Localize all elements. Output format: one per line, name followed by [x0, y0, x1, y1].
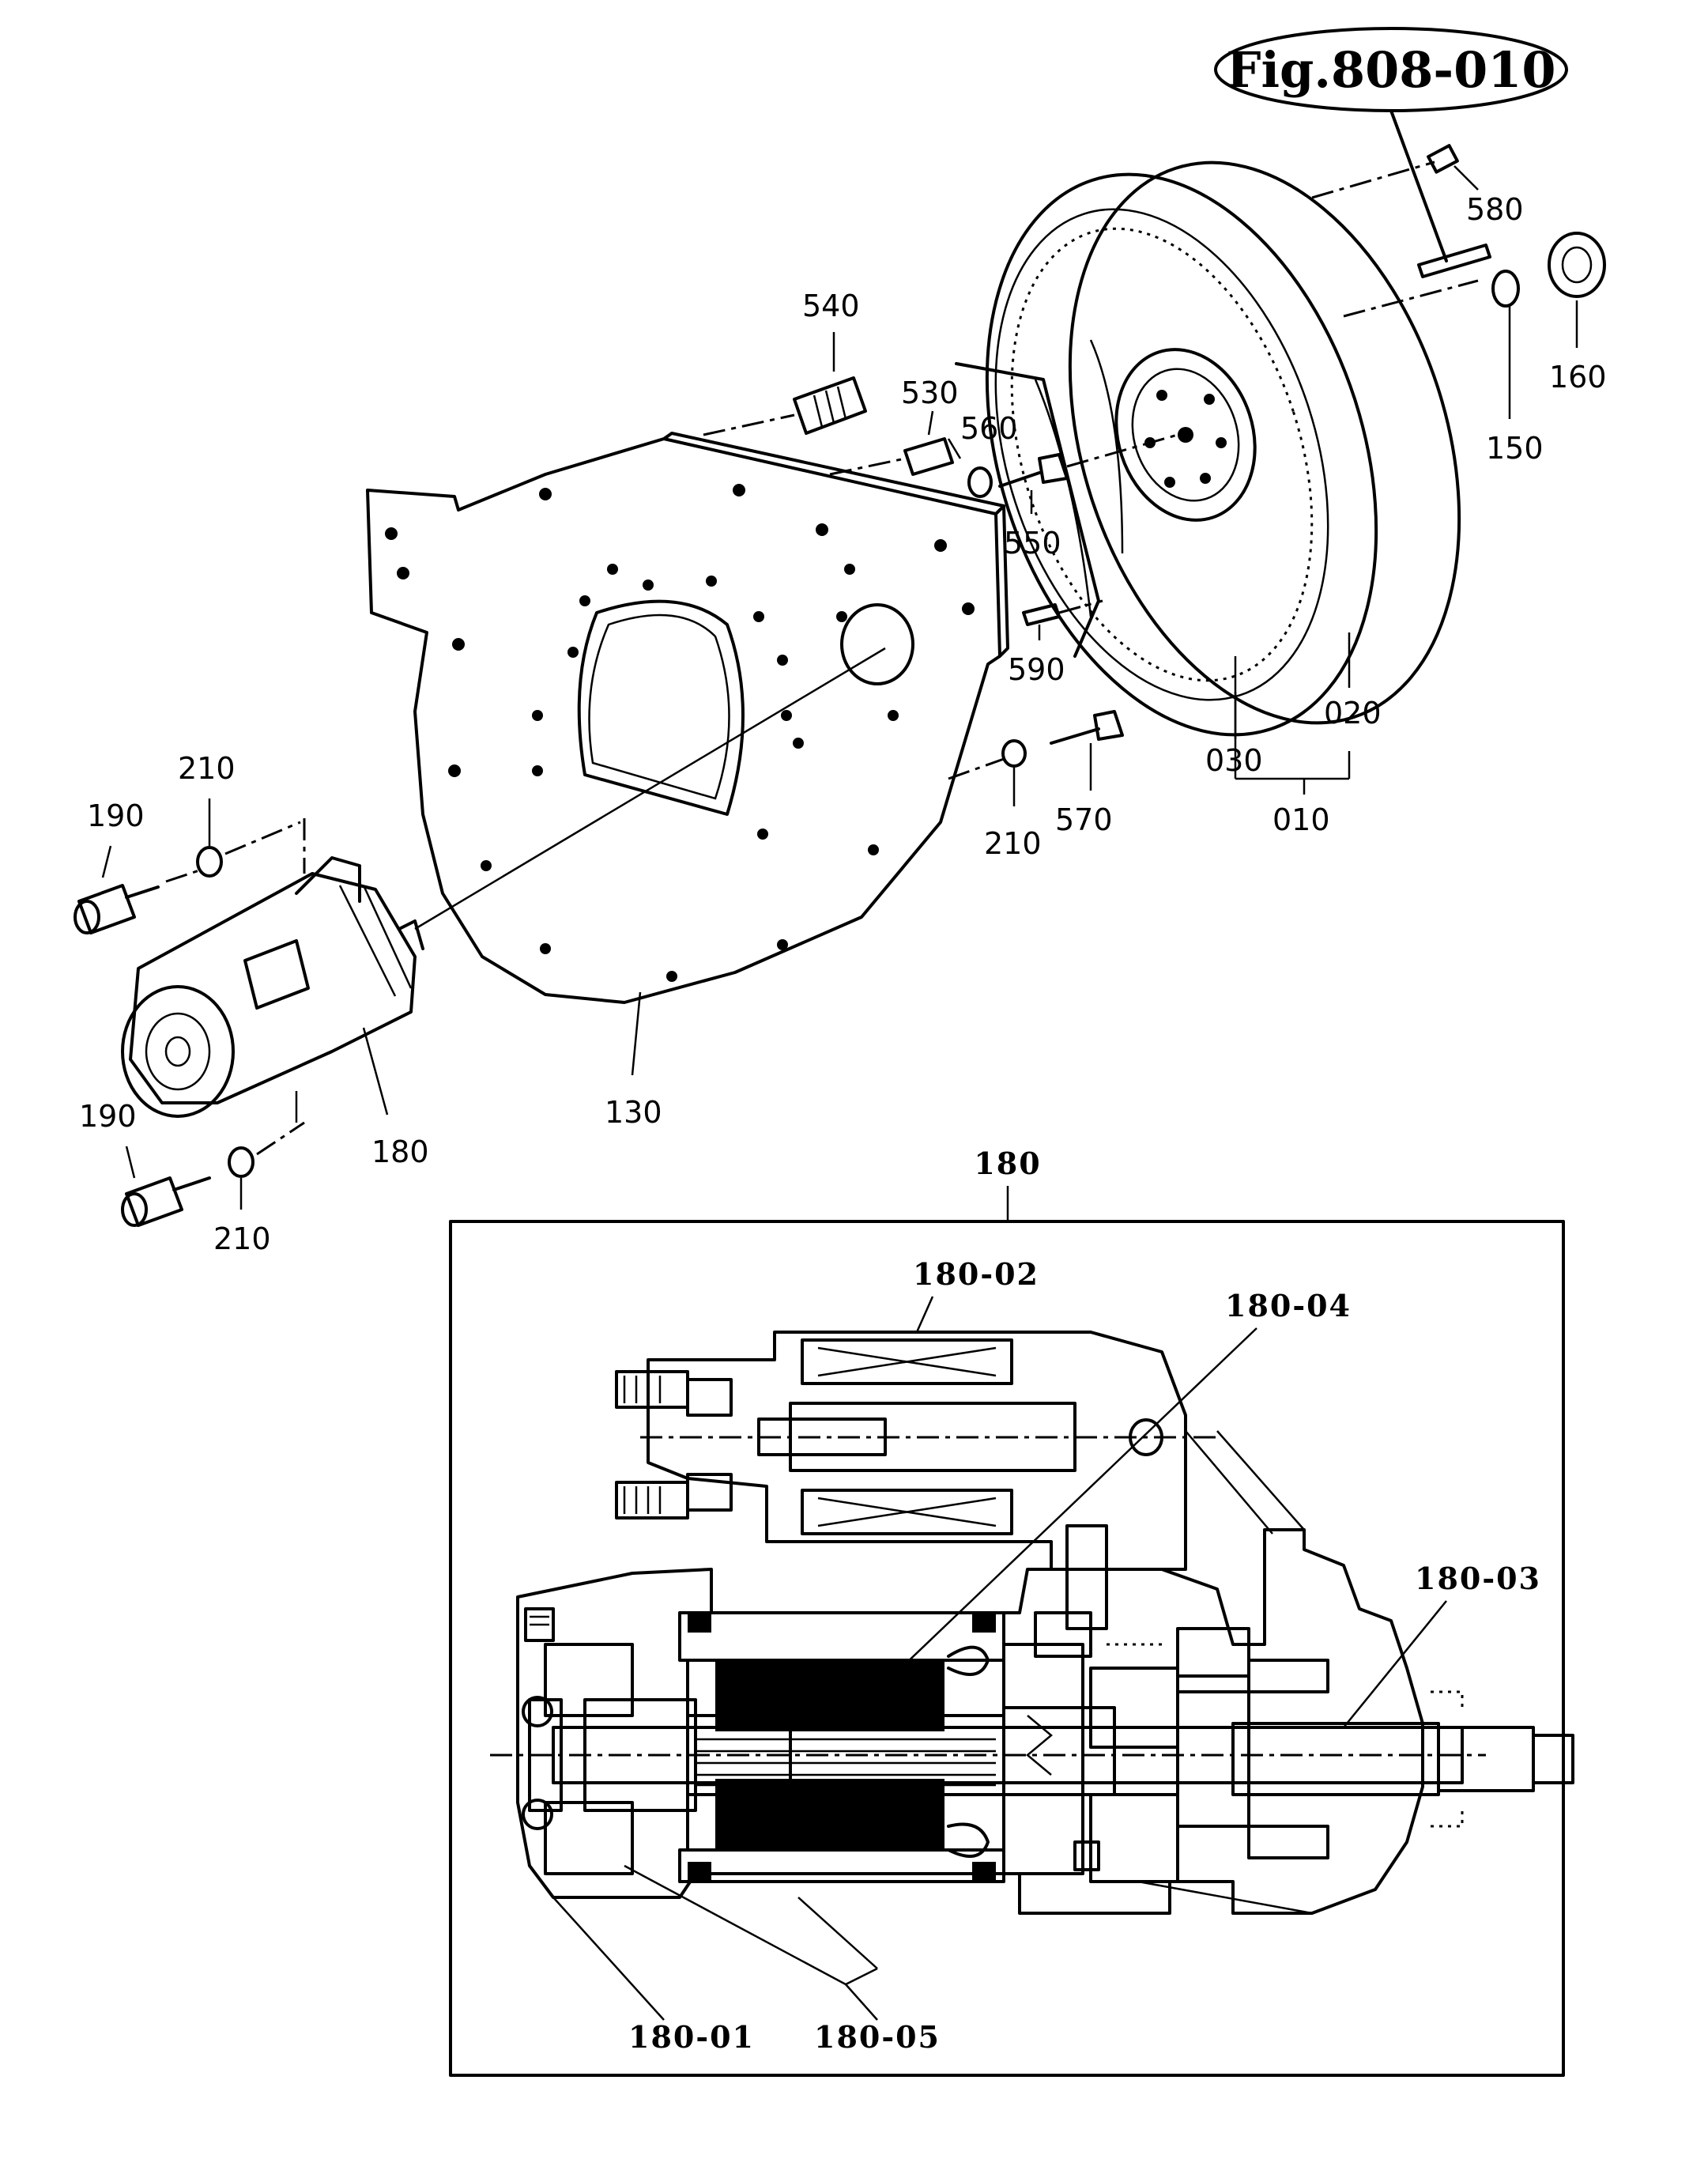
callout-180: 180: [371, 1134, 429, 1169]
figure-id-leader: [1389, 109, 1448, 262]
callout-210-top: 210: [178, 751, 301, 878]
svg-text:210: 210: [178, 751, 236, 786]
svg-text:190: 190: [87, 798, 145, 833]
svg-text:560: 560: [960, 411, 1018, 446]
svg-text:030: 030: [1205, 743, 1263, 778]
svg-text:580: 580: [1466, 192, 1524, 227]
figure-id-badge: Fig.808-010: [1214, 27, 1568, 112]
label-180-04: 180-04: [1225, 1288, 1352, 1323]
svg-text:210: 210: [984, 826, 1042, 861]
starter-detail-panel: 180: [449, 1146, 1574, 2077]
callout-560: 560: [947, 411, 1018, 498]
callout-210-right: 210: [948, 739, 1042, 861]
callout-590: 590: [1008, 599, 1103, 687]
callout-160: 160: [1548, 232, 1607, 394]
svg-text:020: 020: [1324, 696, 1382, 730]
callout-130: 130: [605, 1095, 662, 1130]
callout-190-top: 190: [74, 798, 202, 934]
label-180-05: 180-05: [814, 2019, 941, 2055]
callout-580: 580: [1427, 144, 1524, 227]
svg-text:190: 190: [79, 1099, 137, 1134]
callout-190-bottom: 190: [79, 1099, 211, 1227]
callout-150: 150: [1486, 270, 1544, 466]
label-180-02: 180-02: [913, 1256, 1039, 1292]
svg-text:160: 160: [1549, 360, 1607, 394]
svg-text:570: 570: [1055, 802, 1113, 837]
callout-010-bracket: 010 030 020: [1205, 632, 1382, 837]
svg-text:540: 540: [802, 289, 860, 323]
callout-530: 530: [829, 376, 959, 476]
svg-text:550: 550: [1004, 526, 1061, 561]
figure-id: Fig.808-010: [1226, 41, 1555, 99]
svg-text:590: 590: [1008, 652, 1065, 687]
flywheel-assembly: [955, 160, 1461, 737]
detail-title: 180: [974, 1146, 1041, 1181]
svg-text:530: 530: [901, 376, 959, 410]
callout-540: 540: [703, 289, 867, 436]
callout-570: 570: [1050, 710, 1124, 837]
flywheel-housing: 130: [366, 432, 1009, 1130]
label-180-03: 180-03: [1415, 1561, 1541, 1596]
svg-text:150: 150: [1486, 431, 1544, 466]
starter-motor: 180: [121, 647, 886, 1169]
pin-part: [1417, 243, 1491, 278]
callout-210-bottom: 210: [213, 1121, 305, 1256]
callout-550: 550: [998, 433, 1178, 561]
svg-text:210: 210: [213, 1221, 271, 1256]
label-180-01: 180-01: [628, 2019, 755, 2055]
svg-text:010: 010: [1273, 802, 1330, 837]
